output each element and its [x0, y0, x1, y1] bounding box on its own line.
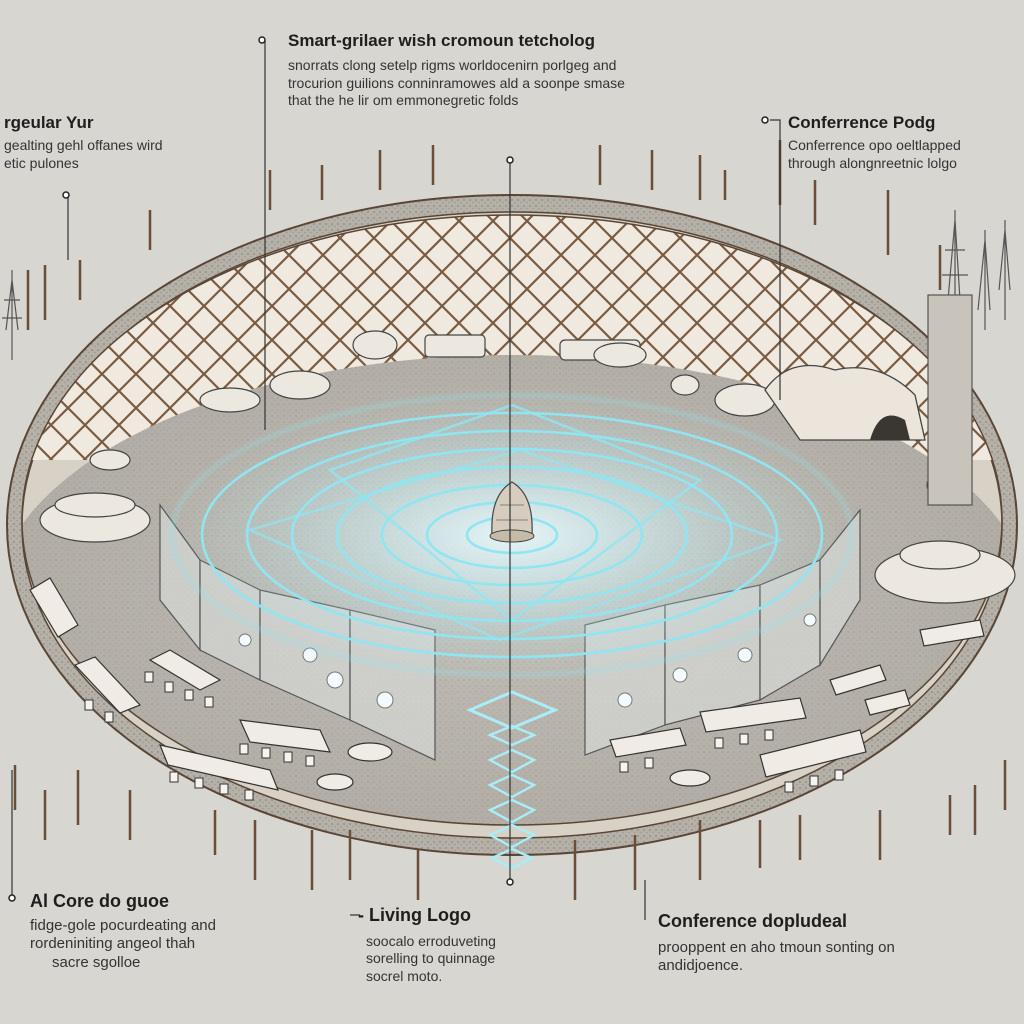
callout-markers	[8, 36, 769, 902]
front-posts	[13, 760, 1007, 900]
callout-smart-glass: Smart-grilaer wish cromoun tetcholog sno…	[288, 30, 625, 110]
callout-living-logo-line: sorelling to quinnage	[366, 950, 496, 966]
callout-regular-yurt: rgeular Yur gealting gehl offanes wird e…	[4, 112, 163, 172]
ai-core-dome-icon	[489, 481, 535, 543]
tree-icon	[2, 210, 1011, 360]
callout-conference-pods-line: Conferrence opo oeltlapped	[788, 137, 961, 154]
leader-lines	[11, 40, 781, 920]
callout-living-logo-line: soocalo erroduveting	[366, 932, 496, 949]
outer-posts	[26, 140, 942, 330]
callout-conference-pods: Conferrence Podg Conferrence opo oeltlap…	[788, 112, 961, 172]
callout-regular-yurt-line: etic pulones	[4, 154, 79, 171]
callout-regular-yurt-line: gealting gehl offanes wird	[4, 137, 163, 154]
living-logo-icon	[466, 690, 559, 870]
conference-pod	[764, 294, 973, 506]
callout-ai-core-title: Al Core do guoe	[30, 891, 169, 911]
callout-smart-glass-line: that the he lir om emmonegretic folds	[288, 92, 519, 109]
callout-smart-glass-line: trocurion guilions conninramowes ald a s…	[288, 74, 625, 91]
callout-conference-display: Conference dopludeal prooppent en aho tm…	[658, 910, 895, 976]
callout-conference-pods-title: Conferrence Podg	[788, 113, 936, 132]
callout-ai-core-line: rordeniniting angeol thah	[30, 935, 196, 953]
callout-conference-display-line: andidjoence.	[658, 957, 744, 975]
callout-ai-core-line: fidge-gole pocurdeating and	[30, 916, 216, 934]
callout-living-logo-title: - Living Logo	[358, 905, 471, 925]
callout-ai-core: Al Core do guoe fidge-gole pocurdeating …	[30, 890, 216, 973]
callout-living-logo: - Living Logo soocalo erroduveting sorel…	[358, 904, 496, 985]
partition-lights	[238, 613, 817, 709]
callout-conference-display-line: prooppent en aho tmoun sonting on	[658, 938, 895, 956]
callout-smart-glass-title: Smart-grilaer wish cromoun tetcholog	[288, 31, 595, 50]
callout-ai-core-line: sacre sgolloe	[52, 954, 141, 971]
callout-regular-yurt-title: rgeular Yur	[4, 113, 94, 132]
conference-tables	[29, 577, 985, 791]
callout-conference-pods-line: through alongnreetnic lolgo	[788, 154, 957, 171]
chairs	[84, 671, 844, 801]
callout-conference-display-title: Conference dopludeal	[658, 911, 848, 931]
callout-living-logo-line: socrel moto.	[366, 967, 443, 984]
callout-smart-glass-line: snorrats clong setelp rigms worldocenirn…	[288, 57, 617, 74]
